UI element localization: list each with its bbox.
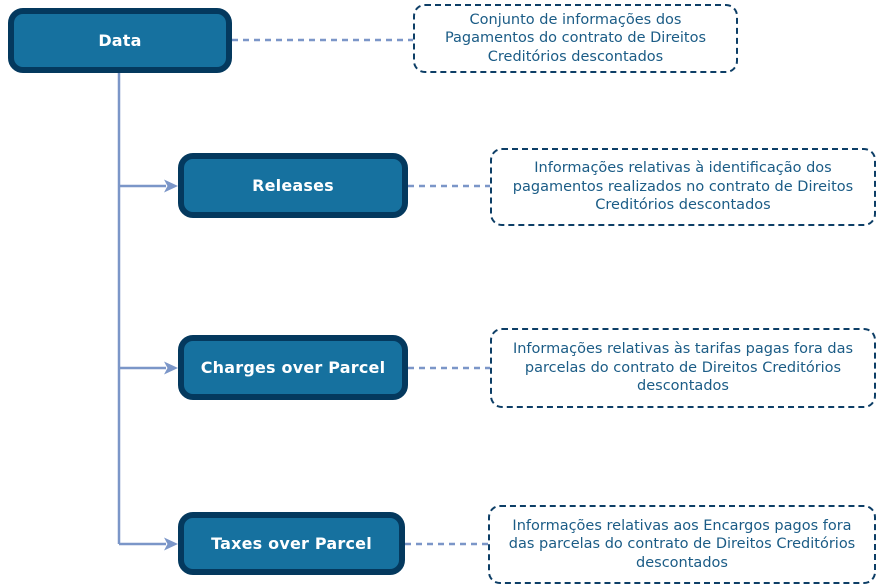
annotation-data: Conjunto de informações dos Pagamentos d… xyxy=(413,4,738,73)
node-charges-over-parcel: Charges over Parcel xyxy=(178,335,408,400)
node-charges-over-parcel-label: Charges over Parcel xyxy=(200,358,386,377)
annotation-taxes-over-parcel: Informações relativas aos Encargos pagos… xyxy=(488,505,876,584)
node-releases-label: Releases xyxy=(252,176,334,195)
node-taxes-over-parcel: Taxes over Parcel xyxy=(178,512,405,575)
annotation-taxes-over-parcel-text: Informações relativas aos Encargos pagos… xyxy=(508,517,856,571)
node-releases: Releases xyxy=(178,153,408,218)
annotation-releases: Informações relativas à identificação do… xyxy=(490,148,876,226)
arrowhead-icon-releases xyxy=(164,179,178,193)
arrowhead-icon-charges xyxy=(164,361,178,375)
annotation-charges-over-parcel-text: Informações relativas às tarifas pagas f… xyxy=(512,341,854,395)
annotation-data-text: Conjunto de informações dos Pagamentos d… xyxy=(444,11,707,65)
node-taxes-over-parcel-label: Taxes over Parcel xyxy=(211,534,372,553)
annotation-releases-text: Informações relativas à identificação do… xyxy=(512,160,854,214)
annotation-charges-over-parcel: Informações relativas às tarifas pagas f… xyxy=(490,328,876,408)
arrowhead-icon-taxes xyxy=(164,537,178,551)
node-data: Data xyxy=(8,8,232,73)
node-data-label: Data xyxy=(98,31,142,50)
